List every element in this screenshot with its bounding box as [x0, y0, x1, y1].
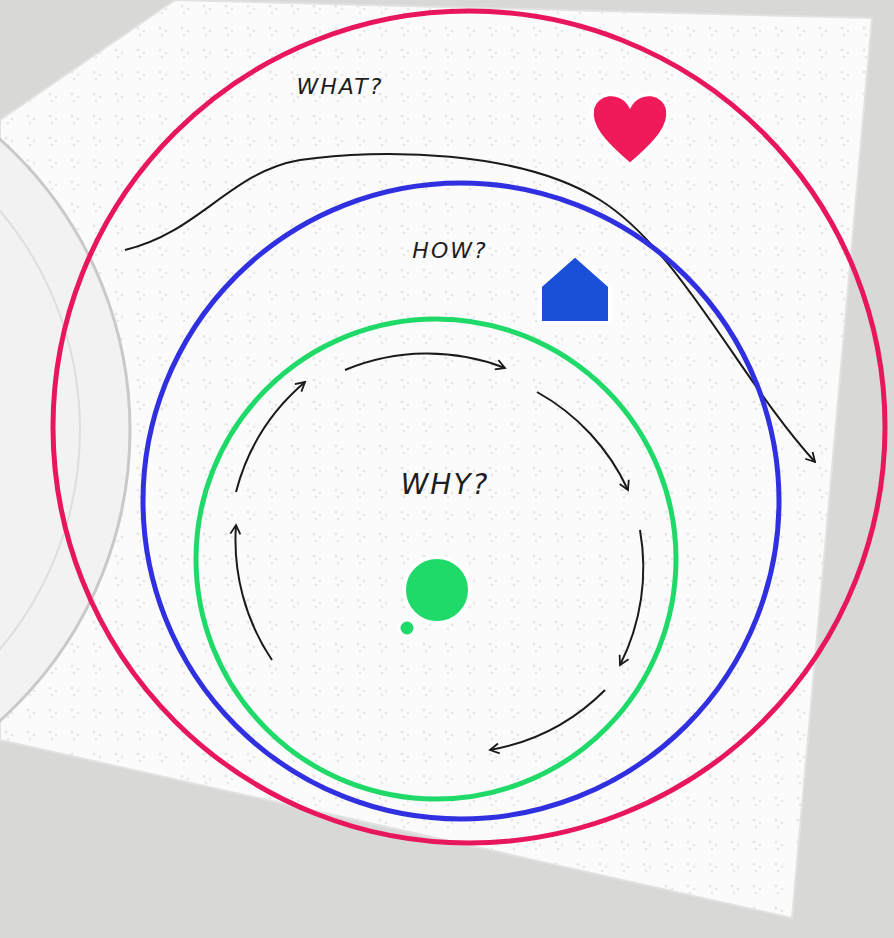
plate-rim [0, 90, 80, 770]
thought-bubble-icon [404, 557, 470, 623]
heart-icon [592, 94, 668, 165]
inner-circle: WHY? [193, 316, 679, 802]
cycle-arrow [345, 354, 505, 370]
house-icon [540, 255, 610, 323]
circle-stroke [196, 319, 676, 799]
napkin-texture [0, 0, 872, 918]
circle-outline [50, 8, 888, 846]
node-label: WHAT? [297, 74, 384, 99]
circle-outline [193, 316, 679, 802]
plate [0, 40, 130, 820]
cycle-arrow [235, 525, 272, 660]
napkin [0, 0, 872, 918]
circle-outline [140, 180, 782, 822]
circle-stroke [53, 11, 885, 843]
cycle-arrow [620, 530, 643, 665]
cycle-arrow [537, 392, 628, 490]
outer-circle: WHAT? HOW? WHY? [50, 8, 888, 846]
node-label: WHY? [401, 468, 490, 501]
cycle-arrow [490, 690, 605, 750]
cycle-arrow [236, 382, 305, 492]
thought-bubble-dot [399, 620, 415, 636]
middle-circle: HOW? WHY? [140, 180, 782, 822]
node-label: HOW? [412, 238, 487, 263]
circle-stroke [143, 183, 779, 819]
